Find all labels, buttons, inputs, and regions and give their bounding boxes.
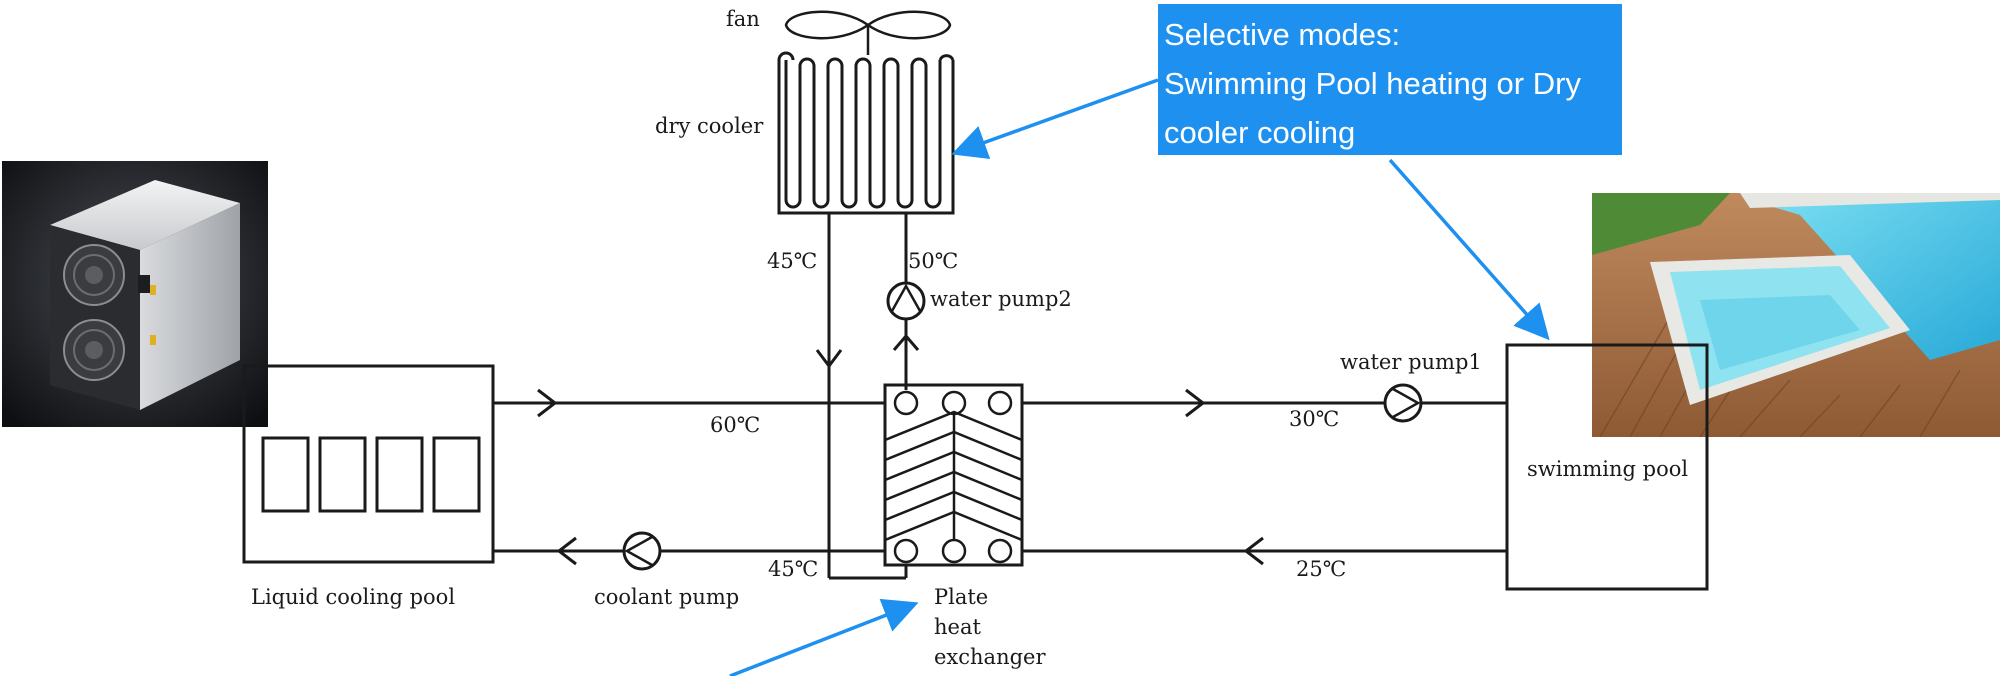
water-pump2-symbol: [886, 281, 926, 321]
dry-cooler-coil: [777, 51, 955, 215]
swimming-pool-box: [1505, 343, 1709, 591]
dry-cooler-label: dry cooler: [655, 114, 764, 138]
callout-arrows: [729, 78, 1550, 676]
plate-heat-exchanger-label-1: Plate: [934, 585, 988, 609]
temp-coolant-return: 45℃: [768, 557, 818, 581]
callout-line-1: Selective modes:: [1164, 17, 1401, 52]
fan-icon: [784, 10, 952, 55]
plate-heat-exchanger-label-3: exchanger: [934, 645, 1046, 669]
liquid-cooling-pool-label: Liquid cooling pool: [251, 585, 455, 609]
temp-dry-cooler-return: 45℃: [767, 249, 817, 273]
liquid-cooling-pool: [242, 364, 495, 564]
coolant-pump-label: coolant pump: [594, 585, 739, 609]
pipes: [493, 213, 1507, 580]
miner-photo: [2, 161, 268, 427]
water-pump2-label: water pump2: [930, 287, 1072, 311]
temp-pool-supply: 30℃: [1289, 407, 1339, 431]
water-pump1-symbol: [1383, 383, 1423, 423]
plate-heat-exchanger-label-2: heat: [934, 615, 981, 639]
swimming-pool-label: swimming pool: [1527, 457, 1688, 481]
pool-photo: [1592, 193, 2000, 437]
callout-line-2: Swimming Pool heating or Dry: [1164, 66, 1581, 101]
selective-modes-callout: Selective modes: Swimming Pool heating o…: [1158, 4, 1622, 155]
callout-line-3: cooler cooling: [1164, 115, 1356, 150]
temp-pool-return: 25℃: [1296, 557, 1346, 581]
flow-arrows: [537, 333, 1264, 566]
temp-hot-supply: 60℃: [710, 413, 760, 437]
water-pump1-label: water pump1: [1340, 350, 1482, 374]
temp-dry-cooler-supply: 50℃: [908, 249, 958, 273]
fan-label: fan: [726, 7, 760, 31]
plate-heat-exchanger: [883, 383, 1024, 567]
coolant-pump-symbol: [622, 531, 662, 571]
